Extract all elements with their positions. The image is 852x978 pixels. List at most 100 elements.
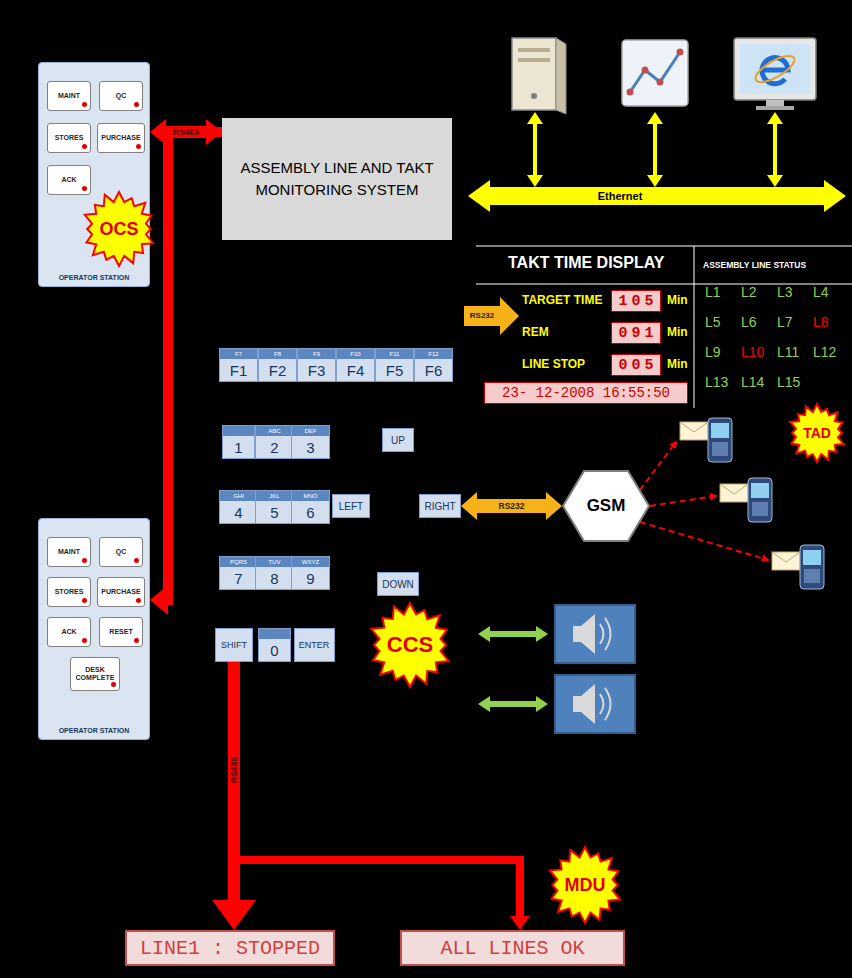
sms-link bbox=[640, 522, 768, 560]
keypad-key: F12F6 bbox=[414, 348, 453, 382]
arrowhead bbox=[546, 492, 562, 520]
display-field: REM bbox=[522, 326, 549, 340]
key-legend: F10 bbox=[337, 349, 374, 359]
line-indicator-slot: L8 bbox=[813, 314, 829, 330]
station-button: RESET bbox=[99, 617, 143, 647]
line-indicator: L5 bbox=[705, 314, 721, 330]
indicator-dot bbox=[134, 102, 139, 107]
connector-line bbox=[234, 662, 520, 917]
line-indicator: L10 bbox=[741, 344, 764, 360]
keypad-key: RIGHT bbox=[419, 494, 461, 518]
speaker-glyph bbox=[581, 684, 595, 724]
chart-line bbox=[630, 52, 680, 92]
key-label: F3 bbox=[308, 362, 326, 379]
led-digits: 091 bbox=[618, 325, 657, 342]
line-indicator-slot: L5 bbox=[705, 314, 721, 330]
monitor-frame bbox=[734, 38, 816, 100]
phone-screen bbox=[803, 550, 821, 565]
key-legend-bar: WXYZ bbox=[292, 557, 329, 567]
line-indicator-slot: L14 bbox=[741, 374, 764, 390]
key-label: 7 bbox=[234, 570, 242, 587]
key-label: LEFT bbox=[339, 501, 363, 512]
indicator-dot bbox=[82, 144, 87, 149]
led-counter: 105 bbox=[611, 290, 661, 312]
chart-dot bbox=[627, 89, 634, 96]
key-label: 2 bbox=[270, 439, 278, 456]
line-indicator: L3 bbox=[777, 284, 793, 300]
key-label: F2 bbox=[269, 362, 287, 379]
burst-outline bbox=[550, 847, 620, 923]
station-button: PURCHASE bbox=[97, 123, 145, 153]
message-display: LINE1 : STOPPED bbox=[125, 930, 335, 966]
sound-waves bbox=[600, 688, 611, 720]
connector-line bbox=[165, 126, 207, 138]
key-legend-bar: GHI bbox=[220, 491, 257, 501]
speaker-unit bbox=[555, 675, 635, 733]
speaker-glyph bbox=[573, 626, 581, 642]
line-status-panel: ASSEMBLY LINE STATUSL1L2L3L4L5L6L7L8L9L1… bbox=[697, 250, 852, 400]
server-slot bbox=[518, 58, 550, 62]
key-legend: DEF bbox=[292, 426, 329, 436]
key-face: 7 bbox=[220, 567, 257, 589]
indicator-dot bbox=[136, 144, 141, 149]
audio-link bbox=[478, 696, 548, 712]
key-face: F2 bbox=[259, 359, 296, 381]
link-label-slot: RS232 bbox=[468, 311, 496, 321]
takt-text-slot: Min bbox=[667, 358, 688, 372]
phone-icon bbox=[680, 418, 732, 462]
browser-glyph bbox=[762, 58, 788, 84]
audio-link bbox=[478, 626, 548, 642]
key-legend: F7 bbox=[220, 349, 257, 359]
indicator-dot bbox=[82, 638, 87, 643]
keypad-key: DEF3 bbox=[291, 425, 330, 459]
station-caption: OPERATOR STATION bbox=[39, 727, 149, 734]
caption-slot: OPERATOR STATION bbox=[39, 274, 149, 281]
chart-dot bbox=[642, 67, 649, 74]
key-legend: GHI bbox=[220, 491, 257, 501]
key-face: F6 bbox=[415, 359, 452, 381]
monitor-stand bbox=[766, 100, 784, 106]
keypad-key: F8F2 bbox=[258, 348, 297, 382]
keypad-key: UP bbox=[382, 428, 414, 452]
burst-label: TAD bbox=[803, 425, 831, 441]
envelope-flap bbox=[772, 552, 800, 562]
bus-tap bbox=[527, 112, 543, 187]
button-label: QC bbox=[116, 92, 127, 100]
chart-frame bbox=[622, 40, 688, 106]
key-face: 4 bbox=[220, 501, 257, 523]
panel-rule bbox=[476, 284, 852, 285]
key-label: ENTER bbox=[299, 640, 330, 650]
monitor-screen bbox=[740, 44, 810, 94]
keypad-key: DOWN bbox=[377, 572, 419, 596]
key-label: 4 bbox=[234, 504, 242, 521]
edge-label: RS232 bbox=[497, 501, 527, 512]
keypad-key: WXYZ 9 bbox=[291, 556, 330, 590]
key-label: UP bbox=[391, 435, 405, 446]
burst-outline bbox=[790, 404, 844, 462]
line-indicator: L4 bbox=[813, 284, 829, 300]
indicator-dot bbox=[82, 102, 87, 107]
operator-station: OPERATOR STATIONMAINTQCSTORESPURCHASEACK… bbox=[38, 518, 150, 740]
phone-keys bbox=[752, 502, 768, 516]
line-indicator-slot: L15 bbox=[777, 374, 800, 390]
bus-tap bbox=[647, 112, 663, 187]
key-label: 9 bbox=[306, 570, 314, 587]
ethernet-bus bbox=[468, 180, 846, 212]
edge-label-slot: RS485 bbox=[171, 127, 201, 138]
takt-text-slot: TARGET TIME bbox=[522, 294, 602, 308]
indicator-dot bbox=[82, 186, 87, 191]
key-legend: F8 bbox=[259, 349, 296, 359]
arrowhead bbox=[212, 900, 256, 930]
system-title: ASSEMBLY LINE AND TAKT MONITORING SYSTEM bbox=[232, 157, 442, 201]
key-legend-bar: ABC bbox=[256, 426, 293, 436]
takt-text-slot: TAKT TIME DISPLAY bbox=[508, 254, 664, 272]
sound-waves bbox=[600, 618, 611, 650]
key-legend-bar: F12 bbox=[415, 349, 452, 359]
line-indicator-slot: L9 bbox=[705, 344, 721, 360]
display-field: Min bbox=[667, 294, 688, 308]
message-envelope bbox=[720, 484, 748, 502]
line-indicator-slot: L4 bbox=[813, 284, 829, 300]
line-indicator-slot: L10 bbox=[741, 344, 764, 360]
keypad-key: F7F1 bbox=[219, 348, 258, 382]
key-legend: F12 bbox=[415, 349, 452, 359]
